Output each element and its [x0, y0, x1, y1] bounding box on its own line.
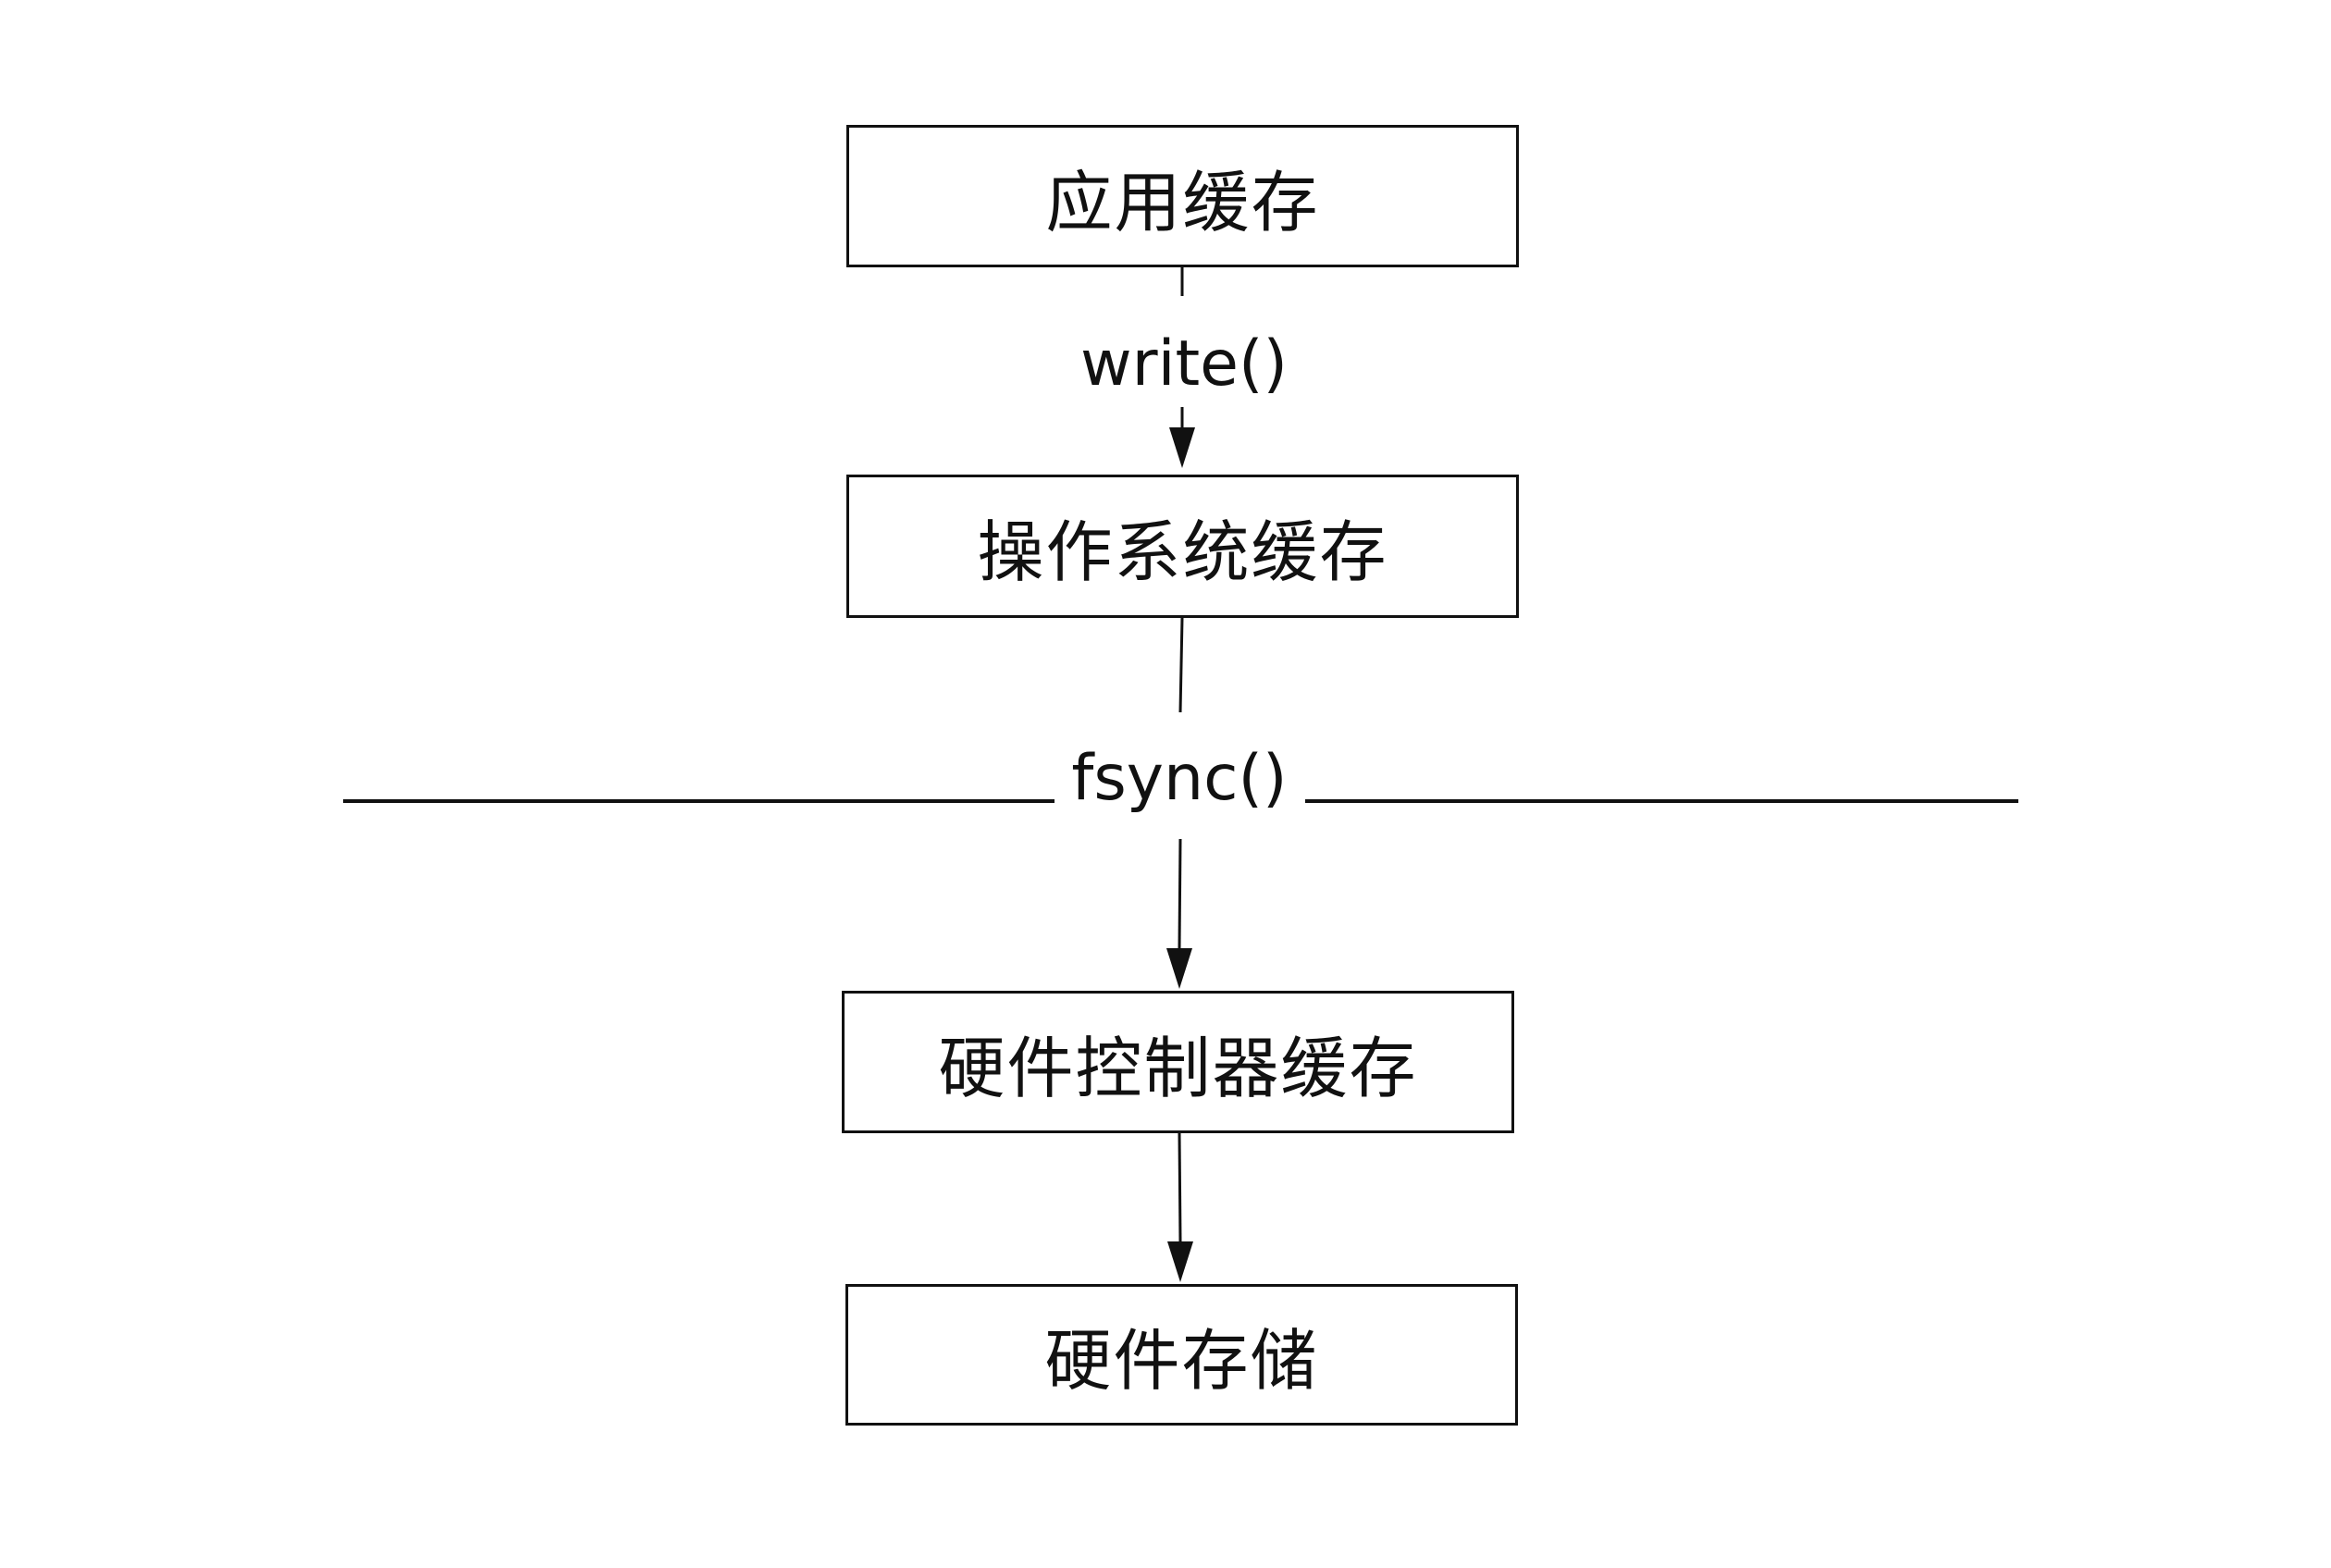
controller-cache-label: 硬件控制器缓存 — [938, 1029, 1418, 1107]
storage-label: 硬件存储 — [1044, 1322, 1319, 1400]
os-cache-box: 操作系统缓存 — [846, 475, 1519, 618]
fsync-label: fsync() — [1064, 747, 1295, 810]
fsync-arrowhead — [1166, 948, 1192, 989]
app-cache-label: 应用缓存 — [1045, 163, 1320, 241]
controller-to-storage-arrow — [1178, 1132, 1182, 1242]
write-label: write() — [1080, 327, 1289, 401]
fsync-connector-top — [1178, 617, 1184, 713]
fsync-arrow — [1178, 838, 1182, 949]
controller-cache-box: 硬件控制器缓存 — [842, 991, 1514, 1133]
controller-to-storage-arrowhead — [1167, 1241, 1193, 1282]
app-cache-box: 应用缓存 — [846, 125, 1519, 267]
write-arrowhead — [1169, 427, 1195, 468]
os-cache-label: 操作系统缓存 — [977, 513, 1388, 591]
storage-box: 硬件存储 — [845, 1284, 1518, 1426]
